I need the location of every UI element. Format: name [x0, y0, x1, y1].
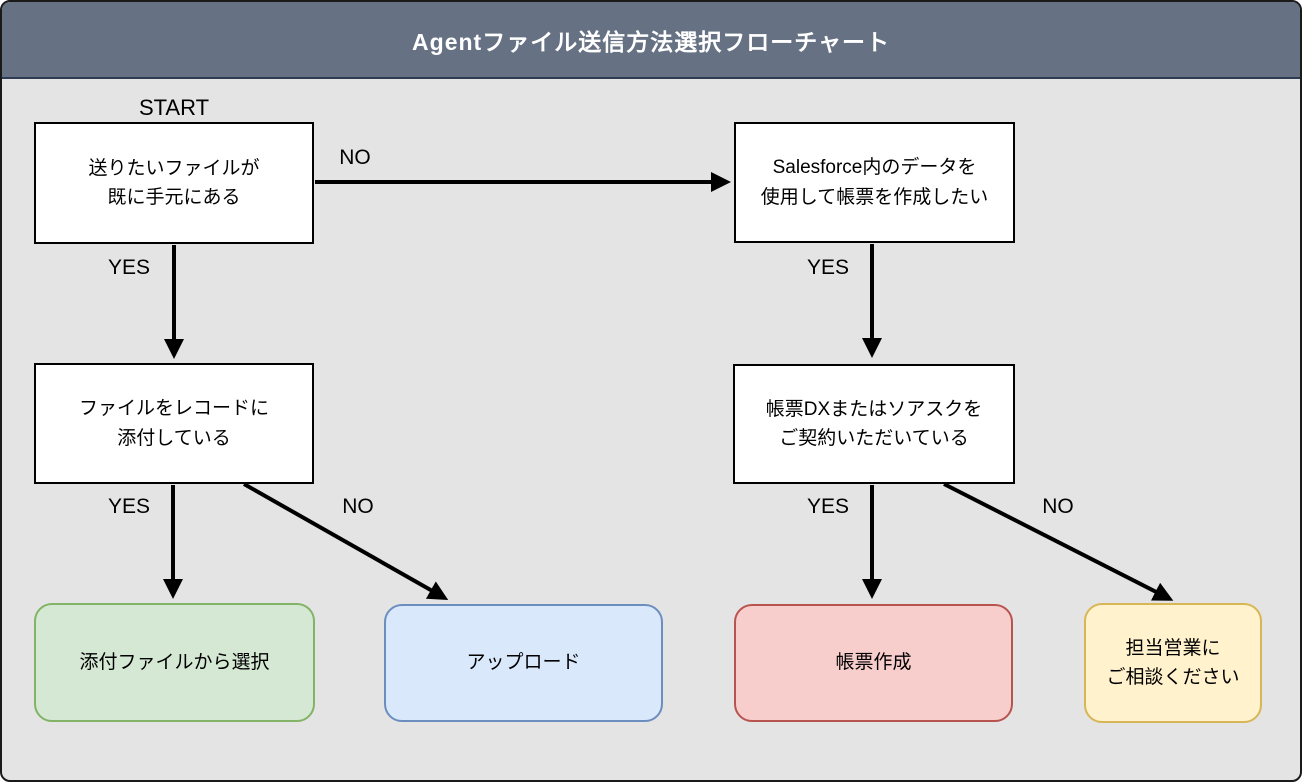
result-box-select-attachment: 添付ファイルから選択 — [34, 603, 315, 722]
decision-box-file-attached: ファイルをレコードに 添付している — [34, 363, 314, 484]
edge-label-yes-q2: YES — [806, 256, 850, 279]
edge-label-no-q3: NO — [342, 495, 374, 518]
page-title: Agentファイル送信方法選択フローチャート — [412, 28, 890, 55]
start-label: START — [138, 95, 210, 120]
decision-box-create-report-from-data: Salesforce内のデータを 使用して帳票を作成したい — [734, 122, 1015, 243]
edge-label-no-top: NO — [339, 146, 371, 169]
edge-label-yes-q4: YES — [806, 495, 850, 518]
result-box-create-report: 帳票作成 — [734, 604, 1013, 722]
edge-label-yes-q3: YES — [107, 495, 151, 518]
result-box-upload: アップロード — [384, 604, 663, 722]
decision-box-contracted: 帳票DXまたはソアスクを ご契約いただいている — [733, 364, 1015, 484]
edge-label-no-q4: NO — [1042, 495, 1074, 518]
result-box-contact-sales: 担当営業に ご相談ください — [1084, 603, 1262, 723]
edge-label-yes-q1: YES — [107, 256, 151, 279]
title-bar: Agentファイル送信方法選択フローチャート — [2, 2, 1300, 79]
decision-box-have-file: 送りたいファイルが 既に手元にある — [34, 122, 314, 244]
